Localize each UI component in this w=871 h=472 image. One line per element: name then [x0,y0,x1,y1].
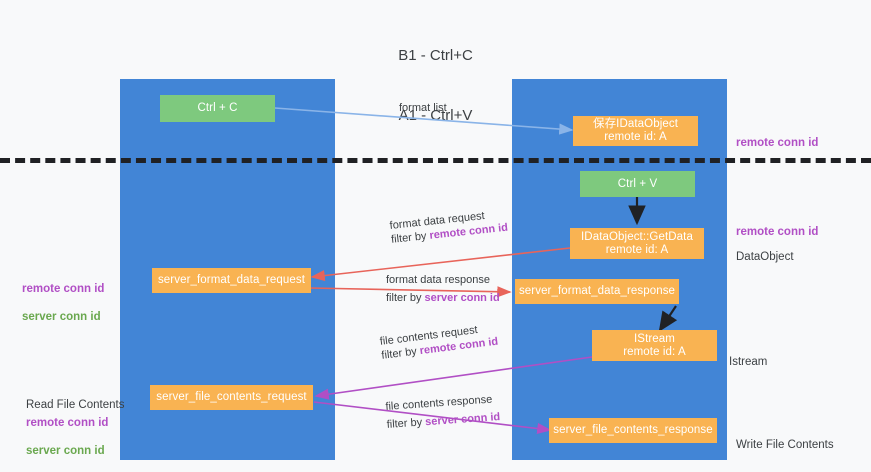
node-istream[interactable]: IStream remote id: A [592,330,717,361]
node-server-format-data-response[interactable]: server_format_data_response [515,279,679,304]
note-write-file-contents: Write File Contents [736,424,834,452]
filter-prefix-2: filter by [386,292,425,304]
filter-key-server-conn-id: server conn id [424,292,500,304]
note-remote-conn-id-top-text: remote conn id [736,137,819,149]
arrow-format-data-response [309,286,512,298]
node-server-file-contents-response-label: server_file_contents_response [553,424,713,436]
note-istream: Istream [729,341,767,369]
edge-label-format-list-text: format list [399,102,447,114]
arrow-file-contents-response [313,401,552,435]
node-ctrl-v[interactable]: Ctrl + V [580,171,695,197]
note-group-conn-ids-left: remote conn id server conn id [22,268,104,338]
arrow-response-to-istream [658,305,678,332]
node-save-idataobject-sub: remote id: A [604,131,667,143]
node-save-idataobject-label: 保存IDataObject [592,118,679,130]
note-istream-text: Istream [729,356,768,368]
edge-label-format-list: format list [399,101,447,115]
node-ctrl-c[interactable]: Ctrl + C [160,95,275,122]
node-server-format-data-request-label: server_format_data_request [157,274,306,286]
note-remote-conn-id-mid: remote conn id [736,211,818,239]
edge-label-format-data-response: format data response filter by server co… [386,273,500,305]
node-istream-sub: remote id: A [623,345,686,358]
filter-prefix: filter by [390,229,431,246]
node-server-file-contents-request-label: server_file_contents_request [156,391,307,403]
note-remote-conn-id-left: remote conn id [22,283,105,295]
node-server-format-data-request[interactable]: server_format_data_request [152,268,311,293]
note-remote-conn-id-left-2: remote conn id [26,417,109,429]
node-idataobject-getdata-label: IDataObject::GetData [581,230,693,243]
arrow-format-list [274,107,574,135]
node-save-idataobject[interactable]: 保存IDataObject remote id: A [573,116,698,146]
node-idataobject-getdata[interactable]: IDataObject::GetData remote id: A [570,228,704,259]
note-write-file-contents-text: Write File Contents [736,439,834,451]
edge-label-format-data-response-text: format data response [386,274,490,286]
diagram-title: B1 - Ctrl+C A1 - Ctrl+V [0,6,871,166]
node-server-file-contents-request[interactable]: server_file_contents_request [150,385,313,410]
note-server-conn-id-left: server conn id [22,311,101,323]
note-dataobject-text: DataObject [736,251,794,263]
note-dataobject: DataObject [736,236,794,264]
phase-divider [0,158,871,163]
node-server-format-data-response-label: server_format_data_response [518,285,676,297]
edge-label-format-data-response-filter: filter by server conn id [386,291,500,305]
node-ctrl-v-label: Ctrl + V [617,177,658,190]
node-server-file-contents-response[interactable]: server_file_contents_response [549,418,717,443]
title-line-1: B1 - Ctrl+C [398,47,473,64]
arrow-file-contents-request [314,356,593,400]
note-remote-conn-id-top: remote conn id [736,122,818,150]
node-istream-label: IStream [634,332,675,345]
note-read-file-contents-text: Read File Contents [26,399,125,411]
arrow-format-data-request [310,247,571,282]
note-read-file-contents: Read File Contents [26,384,124,412]
node-ctrl-c-label: Ctrl + C [197,102,238,114]
note-group-conn-ids-left-2: remote conn id server conn id [26,402,108,472]
node-idataobject-getdata-sub: remote id: A [605,243,669,256]
note-remote-conn-id-mid-text: remote conn id [736,226,819,238]
filter-prefix-4: filter by [386,416,426,431]
note-server-conn-id-left-2: server conn id [26,445,105,457]
